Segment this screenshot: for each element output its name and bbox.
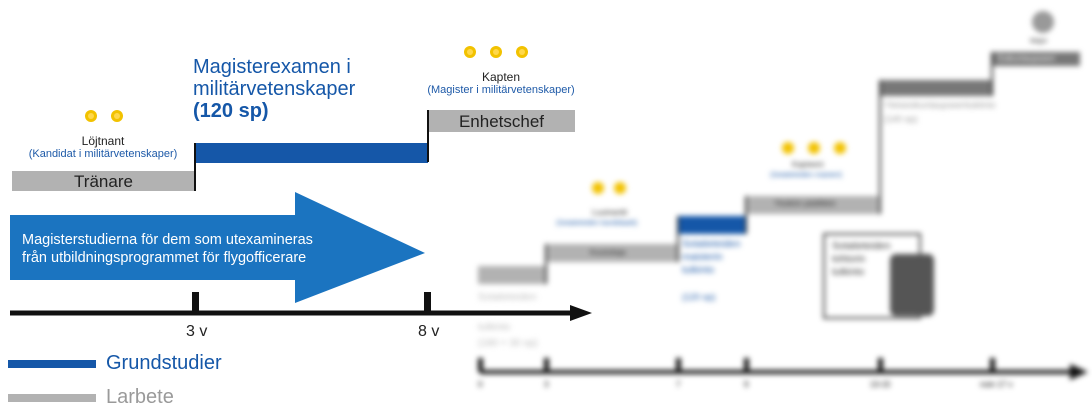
blurred-tick-13-15: 13-15 [870,380,891,389]
rank-captain: Kapten (Magister i militärvetenskaper) [398,70,604,96]
blurred-label-master-fi: (Sotatieteiden maisteri) [770,172,842,179]
blurred-label-general-staff: Yleisesikuntaupseerituktinto [884,100,996,110]
blurred-label-180-30: (180 + 30 op) [478,338,538,349]
blurred-label-major: Major [1030,38,1048,45]
arrow-text-line1: Magisterstudierna för dem som utexaminer… [22,232,313,248]
rank-lieutenant-subtitle: (Kandidat i militärvetenskaper) [28,148,178,160]
degree-title: Magisterexamen i militärvetenskaper (120… [193,56,355,122]
captain-stars [464,46,528,58]
tick-label-3v: 3 v [186,323,208,340]
timeline-arrowhead [570,305,592,321]
blurred-label-master-degree-fi: Sotatieteiden maisterin tutkinto [682,239,741,276]
blurred-label-140: (140 op) [884,114,918,124]
rank-lieutenant: Löjtnant (Kandidat i militärvetenskaper) [0,134,206,160]
study-arrow [10,192,425,303]
role-trainer: Tränare [74,172,133,191]
lieutenant-stars [85,110,123,122]
legend-label-basic-studies: Grundstudier [106,352,222,374]
blurred-label-tutkinto: tutkinto [478,322,511,333]
legend-swatch-blue [8,360,96,368]
role-unit-chief: Enhetschef [458,112,545,131]
blurred-label-trainer-fi: Kouluttaja [590,248,626,257]
blurred-label-unit-chief-fi: Yksikön päällikkö [774,199,836,208]
blurred-tick-17: noin 17 v [980,380,1013,389]
blurred-label-staff-officer: Esikuntaupseeri [998,54,1055,63]
blurred-tick-3: 3 [544,380,549,389]
blurred-tick-9: 9 [744,380,749,389]
blurred-label-120: (120 op) [682,292,716,302]
degree-credits: (120 sp) [193,100,269,122]
blurred-label-bachelor-degree-fi: Sotatieteiden [478,292,537,303]
legend-label-work: Larbete [106,386,174,408]
legend-swatch-grey [8,394,96,402]
tick-3v [192,292,199,313]
rank-lieutenant-name: Löjtnant [81,134,125,148]
degree-title-line1: Magisterexamen i [193,56,351,78]
blurred-tick-0: 0 [478,380,483,389]
arrow-text-line2: från utbildningsprogrammet för flygoffic… [22,250,307,266]
degree-title-line2: militärvetenskaper [193,78,356,100]
trainer-bar [12,171,195,191]
tick-label-8v: 8 v [418,323,440,340]
blurred-label-doctor-fi: Sotatieteiden tohtorin tutkinto [832,241,891,278]
blurred-finnish-diagram: Major Esikuntaupseeri Yleisesikuntaupsee… [470,0,1092,404]
blurred-tick-7: 7 [676,380,681,389]
blurred-label-captain: Kapteeni [792,160,824,169]
arrow-text: Magisterstudierna för dem som utexaminer… [22,231,313,267]
degree-bar [196,143,428,163]
rank-captain-name: Kapten [481,70,521,84]
blurred-label-lieutenant-fi: Luutnantti [592,208,628,217]
blurred-label-bachelor-fi: (Sotatieteiden kandidaatti) [556,220,638,227]
tick-8v [424,292,431,313]
rank-captain-subtitle: (Magister i militärvetenskaper) [427,84,575,96]
unit-chief-bar [428,110,575,132]
